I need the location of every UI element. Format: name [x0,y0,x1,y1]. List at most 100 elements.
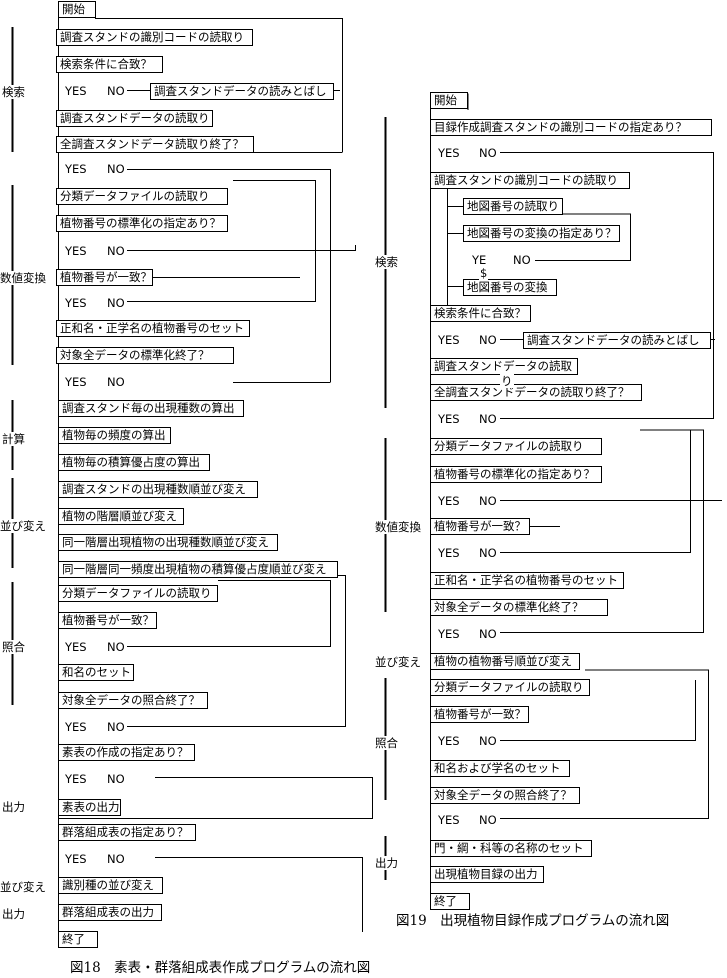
fig19-box-4: 地図番号の読取り [463,198,563,215]
fig19-box-13: 植物番号が一致？ [430,518,530,535]
fig19-box-15: 対象全データの標準化終了？ [430,599,608,616]
fig19-box-21: 門・綱・科等の名称のセット [430,840,592,857]
fig18-yes-8: YES [64,772,88,786]
fig19-stray-mark-2: り [500,374,514,388]
fig18-section-1: 検索 [2,85,25,99]
fig19-box-19: 和名および学名のセット [430,760,570,777]
fig19-yes-3: YES [437,333,461,347]
fig18-yes-4: YES [64,296,88,310]
fig18-no-2: NO [106,162,126,176]
fig18-no-7: NO [106,720,126,734]
fig18-no-5: NO [106,375,126,389]
fig19-section-1: 検索 [375,255,398,269]
fig19-caption: 図19 出現植物目録作成プログラムの流れ図 [396,913,670,929]
fig18-box-3: 検索条件に合致？ [56,56,163,73]
fig19-yes-9: YES [437,813,461,827]
fig18-box-13: 植物毎の頻度の算出 [58,427,171,444]
fig19-no-9: NO [478,813,498,827]
fig19-box-9: 調査スタンドデータの読取 [430,358,578,375]
fig18-box-16: 植物の階層順並び変え [58,508,184,525]
fig19-section-2: 数値変換 [375,520,421,534]
fig19-box-10: 全調査スタンドデータの読取り終了？ [430,384,642,401]
fig19-no-4: NO [478,412,498,426]
fig19-box-18: 植物番号が一致？ [430,706,529,723]
fig18-box-9: 植物番号が一致？ [56,269,153,286]
fig19-yes-4: YES [437,412,461,426]
fig19-no-2: NO [512,253,532,267]
fig18-box-18: 同一階層同一頻度出現植物の積算優占度順並び変え [58,561,338,578]
fig19-no-5: NO [478,494,498,508]
fig18-no-6: NO [106,640,126,654]
fig18-no-3: NO [106,244,126,258]
fig18-box-5: 調査スタンドデータの読取り [56,110,213,127]
fig19-no-1: NO [478,146,498,160]
fig19-box-1: 開始 [430,92,468,109]
fig18-yes-3: YES [64,244,88,258]
fig18-section-7: 並び変え [0,880,46,894]
fig19-box-7: 検索条件に合致？ [430,305,531,322]
fig18-section-6: 出力 [2,800,25,814]
fig18-caption: 図18 素表・群落組成表作成プログラムの流れ図 [70,960,371,976]
fig19-no-8: NO [478,734,498,748]
fig19-box-6: 地図番号の変換 [463,279,557,296]
fig18-box-19: 分類データファイルの読取り [58,585,218,602]
fig19-box-14: 正和名・正学名の植物番号のセット [430,572,624,589]
fig18-yes-2: YES [64,162,88,176]
fig18-box-15: 調査スタンドの出現種数順並び変え [58,481,258,498]
fig18-section-8: 出力 [2,907,25,921]
fig18-box-26: 識別種の並び変え [58,877,163,894]
fig19-section-4: 照合 [375,736,398,750]
fig19-yes-2: YE [471,253,488,267]
fig18-no-8: NO [106,772,126,786]
fig18-yes-6: YES [64,640,88,654]
fig18-box-1: 開始 [58,1,96,18]
fig18-box-2: 調査スタンドの識別コードの読取り [56,29,253,46]
fig18-box-20: 植物番号が一致？ [58,612,157,629]
fig19-box-2: 目録作成調査スタンドの識別コードの指定あり？ [430,119,712,136]
fig18-box-6: 全調査スタンドデータ読取り終了？ [56,136,254,153]
fig19-yes-6: YES [437,546,461,560]
fig18-box-12: 調査スタンド毎の出現種数の算出 [58,400,244,417]
fig18-box-11: 対象全データの標準化終了？ [56,347,234,364]
fig18-yes-1: YES [64,84,88,98]
fig19-no-3: NO [478,333,498,347]
fig19-no-7: NO [478,627,498,641]
fig18-box-23: 素表の作成の指定あり？ [58,744,195,761]
fig18-box-25: 群落組成表の指定あり？ [58,824,196,841]
fig19-section-5: 出力 [375,856,398,870]
fig18-yes-9: YES [64,852,88,866]
fig18-yes-7: YES [64,720,88,734]
fig18-yes-5: YES [64,375,88,389]
fig19-box-11: 分類データファイルの読取り [430,438,602,455]
fig18-box-24: 素表の出力 [58,799,121,816]
fig19-box-8: 調査スタンドデータの読みとばし [523,332,711,349]
fig18-box-17: 同一階層出現植物の出現種数順並び変え [58,534,278,551]
fig18-box-7: 分類データファイルの読取り [56,188,228,205]
fig18-no-4: NO [106,296,126,310]
fig19-box-17: 分類データファイルの読取り [430,679,590,696]
fig18-section-2: 数値変換 [0,271,46,285]
fig18-section-5: 照合 [2,640,25,654]
fig18-box-28: 終了 [58,931,98,948]
fig18-no-1: NO [106,84,126,98]
fig18-no-9: NO [106,852,126,866]
fig18-section-3: 計算 [2,432,25,446]
fig19-box-16: 植物の植物番号順並び変え [430,653,580,670]
fig19-box-22: 出現植物目録の出力 [430,866,544,883]
fig19-box-3: 調査スタンドの識別コードの読取り [430,172,630,189]
fig18-box-22: 対象全データの照合終了？ [58,692,208,709]
fig18-box-10: 正和名・正学名の植物番号のセット [56,320,250,337]
fig18-box-14: 植物毎の積算優占度の算出 [58,454,210,471]
fig19-yes-1: YES [437,146,461,160]
fig19-section-3: 並び変え [375,655,421,669]
fig18-box-27: 群落組成表の出力 [58,904,162,921]
fig19-box-20: 対象全データの照合終了？ [430,787,580,804]
fig18-box-21: 和名のセット [58,664,134,681]
fig19-stray-mark-1: $ [479,266,489,280]
fig19-yes-7: YES [437,627,461,641]
fig19-yes-8: YES [437,734,461,748]
fig18-box-4: 調査スタンドデータの読みとばし [150,83,334,100]
fig19-yes-5: YES [437,494,461,508]
fig19-box-5: 地図番号の変換の指定あり？ [463,225,620,242]
